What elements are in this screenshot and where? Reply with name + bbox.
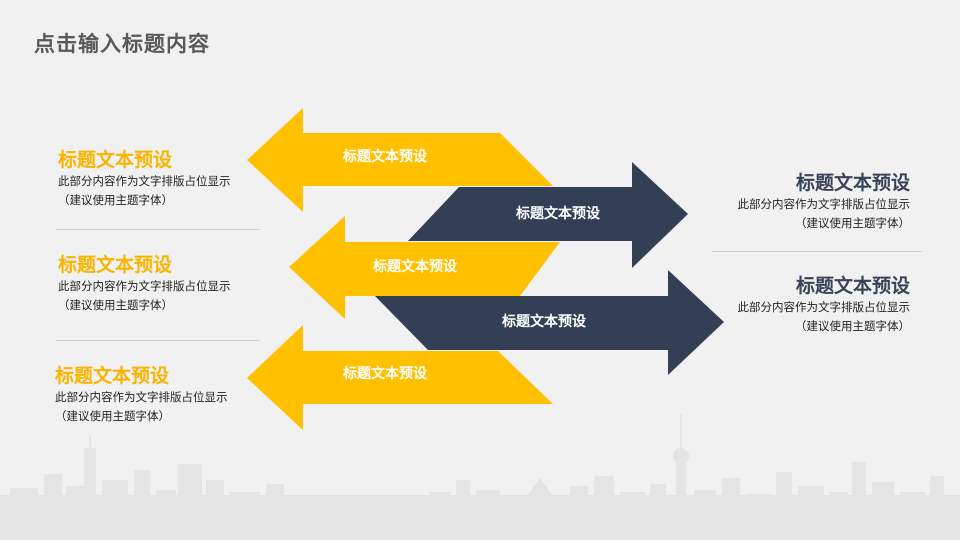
arrow-3-label: 标题文本预设 [372,258,458,275]
left-divider-2 [56,340,260,341]
left-block-heading: 标题文本预设 [58,149,173,171]
right-block-note: （建议使用主题字体） [795,216,910,230]
left-block-note: （建议使用主题字体） [55,409,170,423]
left-block-note: （建议使用主题字体） [58,193,173,207]
arrow-1-left-yellow: 标题文本预设 [247,108,553,212]
right-divider-1 [712,251,922,252]
left-block-heading: 标题文本预设 [58,254,173,276]
arrow-2-right-navy: 标题文本预设 [408,162,688,268]
arrow-4-right-navy: 标题文本预设 [375,270,724,375]
left-text-block-3: 标题文本预设 此部分内容作为文字排版占位显示 （建议使用主题字体） [55,364,228,426]
right-block-description: 此部分内容作为文字排版占位显示 [737,197,911,211]
right-block-heading: 标题文本预设 [795,172,910,194]
left-block-note: （建议使用主题字体） [58,298,173,312]
right-block-description: 此部分内容作为文字排版占位显示 [737,300,911,314]
right-text-block-2: 标题文本预设 此部分内容作为文字排版占位显示 （建议使用主题字体） [738,274,911,336]
left-block-description: 此部分内容作为文字排版占位显示 [58,174,231,188]
arrow-3-left-yellow: 标题文本预设 [289,216,560,319]
arrow-2-label: 标题文本预设 [515,205,601,222]
arrow-5-label: 标题文本预设 [342,365,428,382]
arrow-1-label: 标题文本预设 [342,148,428,165]
left-text-block-2: 标题文本预设 此部分内容作为文字排版占位显示 （建议使用主题字体） [58,253,231,315]
left-block-description: 此部分内容作为文字排版占位显示 [55,390,228,404]
page-title: 点击输入标题内容 [34,32,210,56]
left-text-block-1: 标题文本预设 此部分内容作为文字排版占位显示 （建议使用主题字体） [58,148,231,210]
arrow-5-left-yellow: 标题文本预设 [247,325,553,430]
left-divider-1 [56,229,260,230]
right-block-note: （建议使用主题字体） [795,319,910,333]
right-block-heading: 标题文本预设 [795,275,910,297]
arrow-4-label: 标题文本预设 [501,313,587,330]
right-text-block-1: 标题文本预设 此部分内容作为文字排版占位显示 （建议使用主题字体） [738,171,911,233]
city-skyline-background [0,414,960,540]
left-block-heading: 标题文本预设 [55,365,170,387]
left-block-description: 此部分内容作为文字排版占位显示 [58,279,231,293]
